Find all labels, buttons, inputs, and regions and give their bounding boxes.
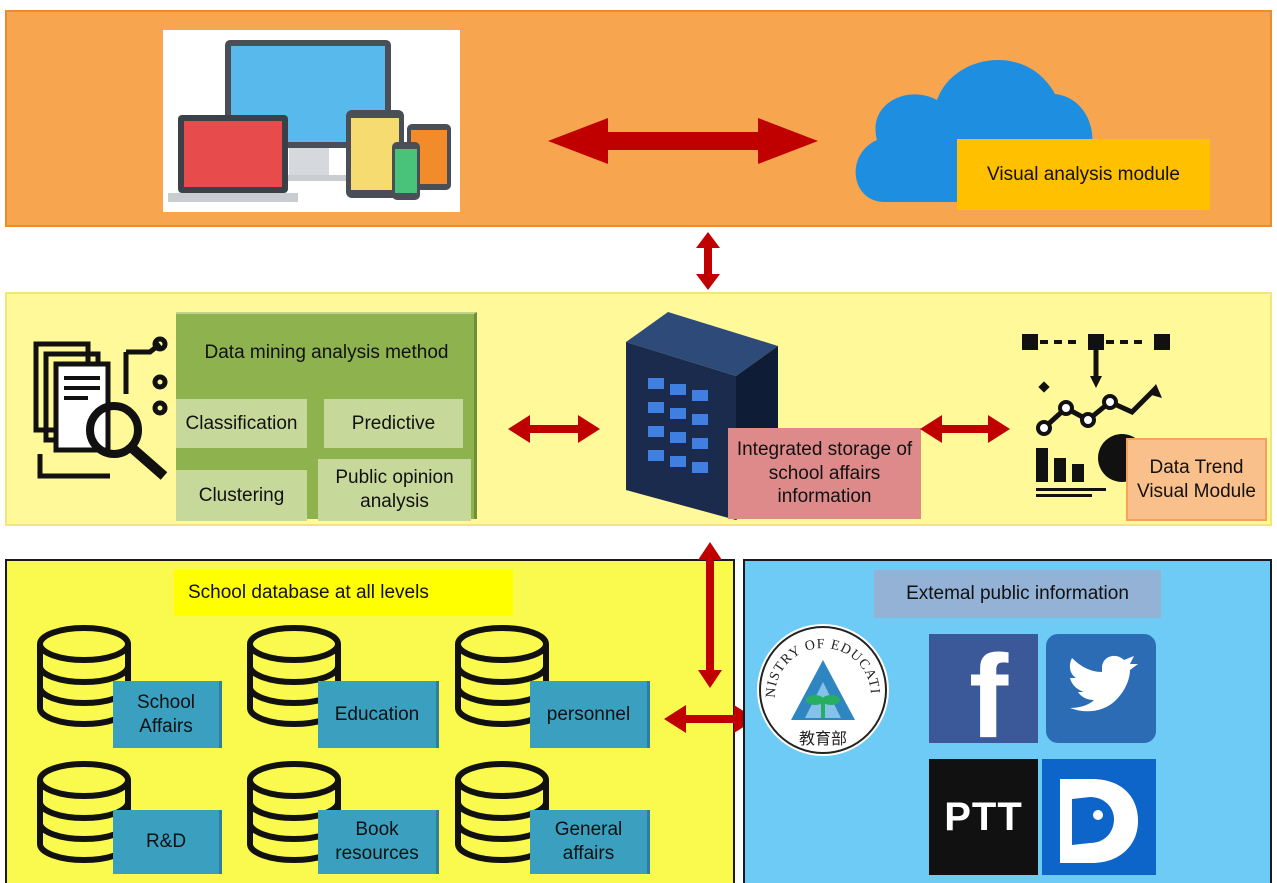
method-public-opinion: Public opinion analysis [318,459,471,521]
dcard-icon: D [1042,759,1156,875]
ptt-label: PTT [944,795,1023,839]
double-arrow-middle-bottom [698,542,722,688]
db-rd: R&D [113,810,222,874]
double-arrow-mining-server [508,415,600,443]
ministry-seal-icon: MINISTRY OF EDUCATION 教育部 [753,620,889,756]
integrated-storage-label: Integrated storage of school affairs inf… [736,438,913,508]
method-clustering-label: Clustering [198,484,285,506]
double-arrow-server-trend [920,415,1010,443]
method-classification-label: Classification [185,412,298,434]
method-clustering: Clustering [176,470,307,521]
db-school-affairs: School Affairs [113,681,222,748]
integrated-storage-box: Integrated storage of school affairs inf… [728,428,921,519]
facebook-glyph: f [969,634,1009,743]
db-general-affairs-label: General affairs [554,819,623,864]
external-title: Extemal public information [906,583,1129,605]
db-education-label: Education [334,703,420,725]
data-trend-module-label: Data Trend Visual Module [1136,456,1256,502]
db-book-resources: Book resources [318,810,439,874]
document-search-icon [33,336,168,480]
method-public-opinion-label: Public opinion analysis [335,467,454,512]
db-education: Education [318,681,439,748]
devices-icon [163,30,460,212]
double-arrow-devices-cloud [548,118,818,164]
method-classification: Classification [176,399,307,448]
visual-analysis-module-label: Visual analysis module [987,163,1180,185]
school-database-title-box: School database at all levels [174,570,513,616]
data-mining-title: Data mining analysis method [176,322,477,384]
ptt-icon: PTT [929,759,1038,875]
db-general-affairs: General affairs [530,810,650,874]
method-predictive-label: Predictive [351,412,436,434]
dcard-glyph: D [1099,868,1100,870]
db-personnel-label: personnel [546,703,631,725]
data-mining-title-text: Data mining analysis method [204,342,449,364]
facebook-icon: f [929,634,1038,743]
double-arrow-school-external [664,705,756,733]
data-trend-module-box: Data Trend Visual Module [1126,438,1267,521]
method-predictive: Predictive [324,399,463,448]
twitter-icon [1046,634,1156,743]
double-arrow-top-middle [696,232,720,290]
db-book-resources-label: Book resources [335,819,419,864]
ministry-seal-cn: 教育部 [799,729,847,748]
db-rd-label: R&D [145,831,187,853]
school-database-title: School database at all levels [188,582,429,604]
external-title-box: Extemal public information [874,570,1161,618]
visual-analysis-module-box: Visual analysis module [957,139,1210,210]
db-school-affairs-label: School Affairs [136,691,196,737]
db-personnel: personnel [530,681,650,748]
